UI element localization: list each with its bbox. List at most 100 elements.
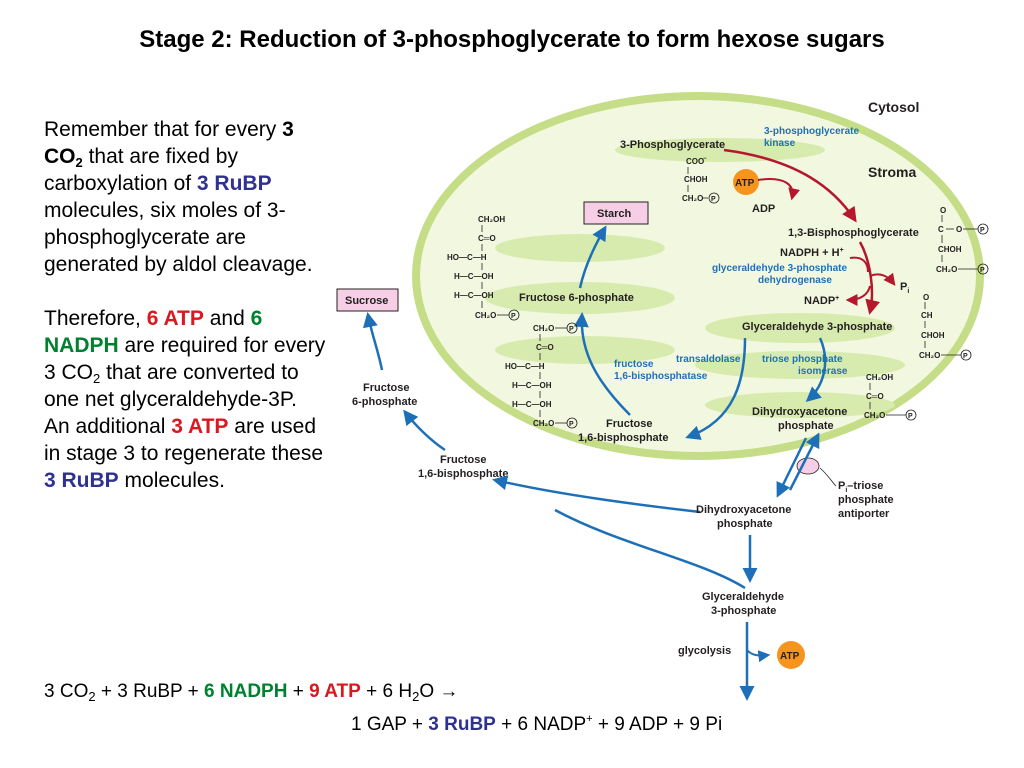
svg-text:P: P [511,313,516,320]
nadph-in-arrow [849,256,869,273]
f6p-structure: CH₂OH C═O HO—C—H H—C—OH H—C—OH CH₂O P [447,215,520,321]
antiporter-icon [796,457,820,475]
glycolysis-atp-arrow [746,649,771,663]
svg-text:CH₂OH: CH₂OH [478,215,505,224]
svg-text:CH: CH [921,311,933,320]
svg-text:CHOH: CHOH [684,175,708,184]
svg-text:P: P [711,196,716,203]
f6p-label: Fructose 6-phosphate [519,292,634,304]
stroma-label: Stroma [868,164,916,180]
paragraph-carboxylation: Remember that for every 3 CO2 that are f… [44,118,313,276]
equation-reactants: 3 CO2 + 3 RuBP + 6 NADPH + 9 ATP + 6 H2O… [44,681,459,704]
bpg-structure: O C O P CHOH CH₂O P [936,206,989,275]
svg-text:HO—C—H: HO—C—H [505,362,545,371]
svg-text:C═O: C═O [866,392,884,401]
svg-text:CH₂O: CH₂O [533,324,554,333]
nadp-out-arrow [845,285,871,306]
starch-box [583,201,649,225]
fbpase-label: fructose [614,359,654,370]
dhap-label-2: phosphate [778,420,834,432]
equation-products: 1 GAP + 3 RuBP + 6 NADP+ + 9 ADP + 9 Pi [351,713,723,736]
fbpase-arrow [573,312,631,416]
svg-text:CHOH: CHOH [938,245,962,254]
g3pdh-label: glyceraldehyde 3-phosphate [712,263,847,274]
sucrose-arrow [363,312,384,371]
explanation-text: Remember that for every 3 CO2 that are f… [44,116,326,521]
gap-to-fbp-arrow [554,508,746,590]
dhap-label: Dihydroxyacetone [752,406,847,418]
glycolysis-atp-label: ATP [780,651,800,662]
adp-label: ADP [752,203,775,215]
pi-label: Pi [900,281,909,295]
dhap-structure: CH₂OH C═O CH₂O P [864,373,917,421]
pi-out-arrow [869,272,896,286]
svg-text:C═O: C═O [536,343,554,352]
f6p-cyt-arrow [403,409,446,452]
bpg-label: 1,3-Bisphosphoglycerate [788,227,919,239]
import-arrow [788,432,820,491]
svg-text:P: P [569,326,574,333]
thylakoid [705,392,895,418]
thylakoid [485,282,675,314]
svg-text:O: O [956,225,962,234]
svg-text:CH₂O: CH₂O [864,411,885,420]
g3pdh-label-2: dehydrogenase [758,275,832,286]
svg-text:CHOH: CHOH [921,331,945,340]
svg-text:CH₂O: CH₂O [919,351,940,360]
svg-text:O: O [940,206,946,215]
transaldolase-arrow [685,337,747,440]
atp-icon [733,169,759,195]
svg-text:H—C—OH: H—C—OH [512,381,552,390]
gap-label: Glyceraldehyde 3-phosphate [742,321,892,333]
svg-text:H—C—OH: H—C—OH [512,400,552,409]
f6p-cyt-label: Fructose [363,382,409,394]
gap-structure: O CH CHOH CH₂O P [919,293,972,361]
svg-text:−: − [703,156,707,162]
thylakoid [705,313,895,343]
svg-text:CH₂OH: CH₂OH [866,373,893,382]
gap-cyt-label-2: 3-phosphate [711,605,776,617]
transaldolase-label: transaldolase [676,354,741,365]
antiporter-label-2: phosphate [838,494,894,506]
svg-text:CH₂O: CH₂O [533,419,554,428]
dhap-cyt-label: Dihydroxyacetone [696,504,791,516]
svg-text:CH₂O: CH₂O [475,311,496,320]
starch-label: Starch [597,208,632,220]
starch-arrow [578,225,607,289]
glycolysis-label: glycolysis [678,645,731,657]
sucrose-label: Sucrose [345,295,388,307]
fbp-cyt-arrow [492,475,701,514]
nadp-label: NADP+ [804,295,839,307]
svg-text:C: C [938,225,944,234]
fbp-cyt-label-2: 1,6-bisphosphate [418,468,508,480]
svg-text:H—C—OH: H—C—OH [454,272,494,281]
atp-to-adp-arrow [757,178,800,201]
pga-label: 3-Phosphoglycerate [620,139,725,151]
fbp-label: Fructose [606,418,652,430]
svg-text:P: P [963,353,968,360]
nadph-label: NADPH + H+ [780,247,844,259]
tpi-arrow [805,337,827,402]
svg-text:P: P [569,421,574,428]
antiporter-label: Pi–triose [838,480,883,494]
paragraph-energy: Therefore, 6 ATP and 6 NADPH are require… [44,307,326,492]
pga-kinase-label: 3-phosphoglycerate [764,126,859,137]
svg-text:HO—C—H: HO—C—H [447,253,487,262]
sucrose-box [336,288,399,312]
glycolysis-atp-icon [777,641,805,669]
fbp-label-2: 1,6-bisphosphate [578,432,668,444]
kinase-arrow [723,148,857,223]
pi-antiporter-line [819,467,837,487]
fbp-structure: CH₂O P C═O HO—C—H H—C—OH H—C—OH CH₂O P [505,322,578,429]
slide-title: Stage 2: Reduction of 3-phosphoglycerate… [139,26,885,53]
gap-cyt-label: Glyceraldehyde [702,591,784,603]
svg-text:COO: COO [686,157,704,166]
svg-text:CH₂O: CH₂O [682,194,703,203]
pga-kinase-label-2: kinase [764,138,796,149]
thylakoid [495,234,665,262]
svg-text:O: O [923,293,929,302]
dhap-cyt-label-2: phosphate [717,518,773,530]
svg-text:C═O: C═O [478,234,496,243]
svg-text:P: P [980,267,985,274]
